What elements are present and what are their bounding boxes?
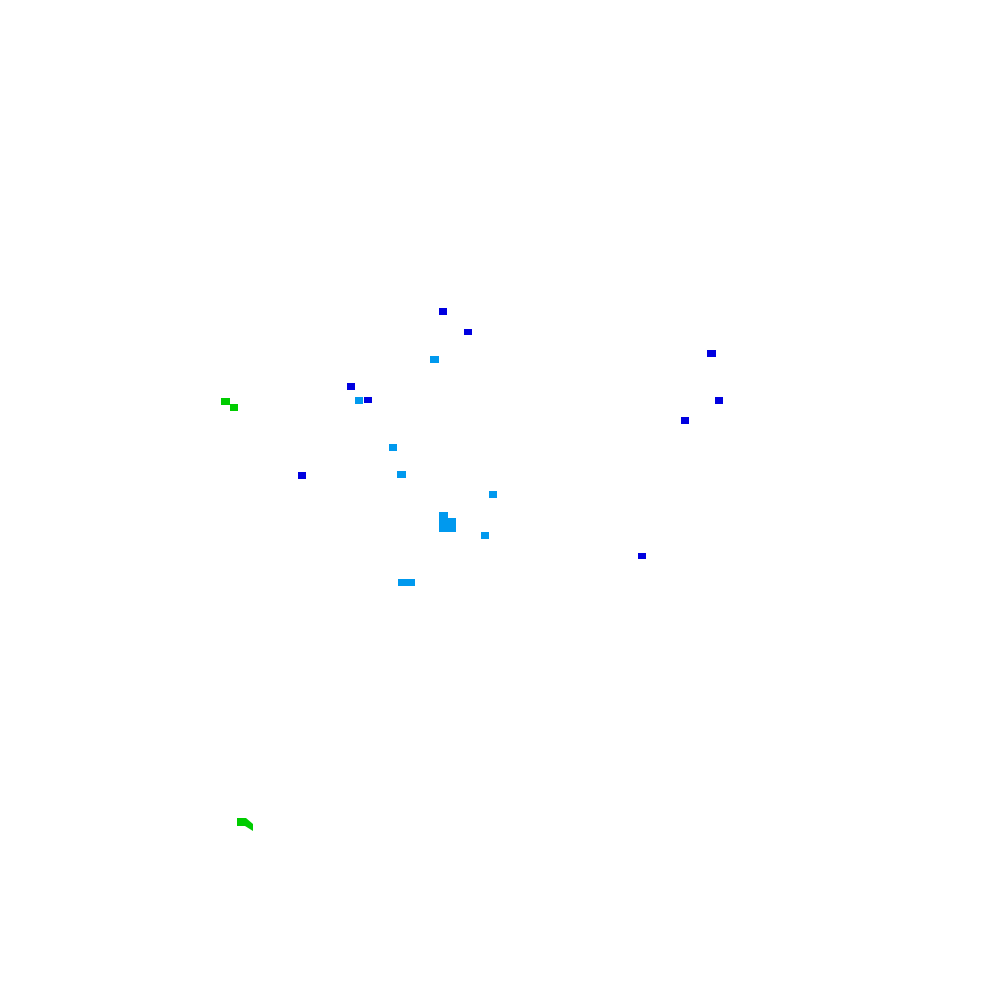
marker-light-blue xyxy=(398,579,415,586)
marker-green-hook xyxy=(237,818,253,831)
marker-dark-blue xyxy=(681,417,689,424)
marker-dark-blue xyxy=(715,397,723,404)
marker-light-blue xyxy=(430,356,439,363)
marker-dark-blue xyxy=(439,308,447,315)
dark-blue-markers xyxy=(298,308,723,559)
marker-green xyxy=(230,404,238,411)
marker-dark-blue xyxy=(464,329,472,335)
marker-dark-blue xyxy=(364,397,372,403)
marker-light-blue xyxy=(481,532,489,539)
marker-light-blue xyxy=(489,491,497,498)
marker-dark-blue xyxy=(707,350,716,357)
marker-dark-blue xyxy=(298,472,306,479)
marker-green xyxy=(221,398,230,405)
marker-light-blue xyxy=(389,444,397,451)
marker-light-blue xyxy=(397,471,406,478)
marker-dark-blue xyxy=(638,553,646,559)
marker-light-blue xyxy=(355,397,363,404)
marker-dark-blue xyxy=(347,383,355,390)
light-blue-markers xyxy=(355,356,497,586)
marker-light-blue-cluster xyxy=(439,512,456,532)
green-markers xyxy=(221,398,253,831)
